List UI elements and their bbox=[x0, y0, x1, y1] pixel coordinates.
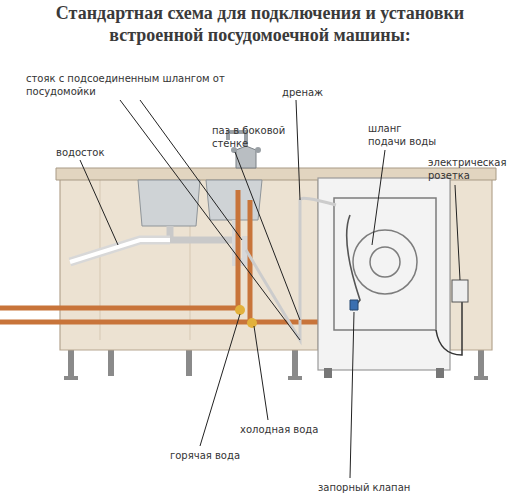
pump-housing bbox=[353, 230, 417, 294]
callout-label: паз в боковой стенке bbox=[212, 124, 292, 150]
leader-line bbox=[200, 314, 240, 446]
water-inlet-hose bbox=[347, 215, 360, 310]
callout-label: водосток bbox=[56, 146, 126, 159]
leg bbox=[292, 350, 298, 378]
pipe-fitting bbox=[247, 318, 257, 328]
leg-foot bbox=[474, 376, 488, 380]
drain-pipe-highlight bbox=[70, 240, 170, 262]
callout-label: электрическая розетка bbox=[428, 156, 508, 182]
pump-motor bbox=[370, 247, 400, 277]
leg bbox=[186, 350, 192, 376]
callout-label: стояк с подсоединенным шлангом от посудо… bbox=[26, 72, 226, 98]
sink-basin bbox=[138, 180, 200, 226]
leader-lines bbox=[80, 100, 460, 478]
leader-line bbox=[350, 312, 354, 478]
callout-label: шланг подачи воды bbox=[368, 122, 440, 148]
drain-pipe bbox=[70, 240, 170, 262]
electrical-outlet bbox=[452, 280, 468, 302]
dishwasher-backplate bbox=[334, 198, 436, 330]
leader-line bbox=[140, 100, 242, 240]
leg-foot bbox=[64, 376, 78, 380]
leader-line bbox=[296, 100, 300, 200]
leader-line bbox=[455, 185, 460, 280]
faucet-body bbox=[236, 146, 256, 168]
side-cabinet bbox=[450, 178, 492, 350]
cold-water-pipe bbox=[0, 200, 250, 322]
leg bbox=[478, 350, 484, 378]
power-cable bbox=[436, 302, 462, 355]
leg bbox=[108, 350, 114, 376]
shutoff-valve bbox=[350, 300, 358, 310]
faucet-handle bbox=[255, 147, 261, 153]
callout-label: запорный клапан bbox=[318, 481, 438, 494]
hot-water-pipe bbox=[0, 190, 238, 308]
callout-label: холодная вода bbox=[240, 423, 340, 436]
dishwasher-foot bbox=[436, 368, 444, 378]
dishwasher-body bbox=[318, 178, 450, 370]
leg-foot bbox=[288, 376, 302, 380]
leader-line bbox=[120, 100, 300, 340]
siphon-pipe bbox=[170, 226, 236, 240]
leader-line bbox=[372, 150, 385, 245]
leader-line bbox=[235, 152, 300, 320]
callout-label: дренаж bbox=[282, 86, 342, 99]
diagram-title: Стандартная схема для подключения и уста… bbox=[30, 2, 490, 46]
callout-label: горячая вода bbox=[170, 449, 270, 462]
leader-line bbox=[80, 160, 118, 245]
leader-line bbox=[254, 326, 268, 420]
pipe-fitting bbox=[235, 305, 245, 315]
drain-hose bbox=[246, 198, 336, 340]
dishwasher-foot bbox=[324, 368, 332, 378]
leg bbox=[68, 350, 74, 378]
